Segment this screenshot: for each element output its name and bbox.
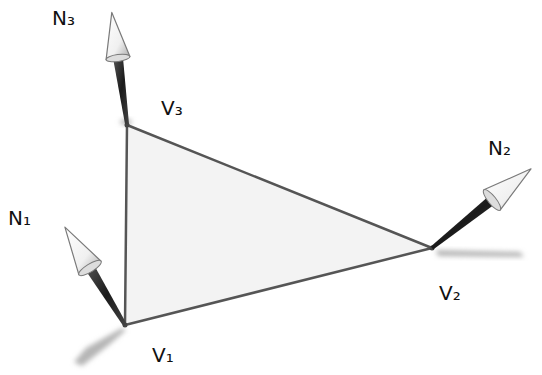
shadow <box>74 328 126 366</box>
vertex-label: V₁ <box>152 345 174 365</box>
vertex-label: V₃ <box>161 98 183 118</box>
normal-label: N₂ <box>488 138 511 158</box>
triangle-face <box>125 125 432 325</box>
shadow <box>436 250 524 257</box>
normal-label: N₃ <box>52 8 75 28</box>
normal-label: N₁ <box>8 208 31 228</box>
normal-arrow <box>65 227 127 326</box>
vertex-label: V₂ <box>439 283 461 303</box>
normal-arrow <box>106 12 131 124</box>
normal-arrow <box>431 169 531 250</box>
